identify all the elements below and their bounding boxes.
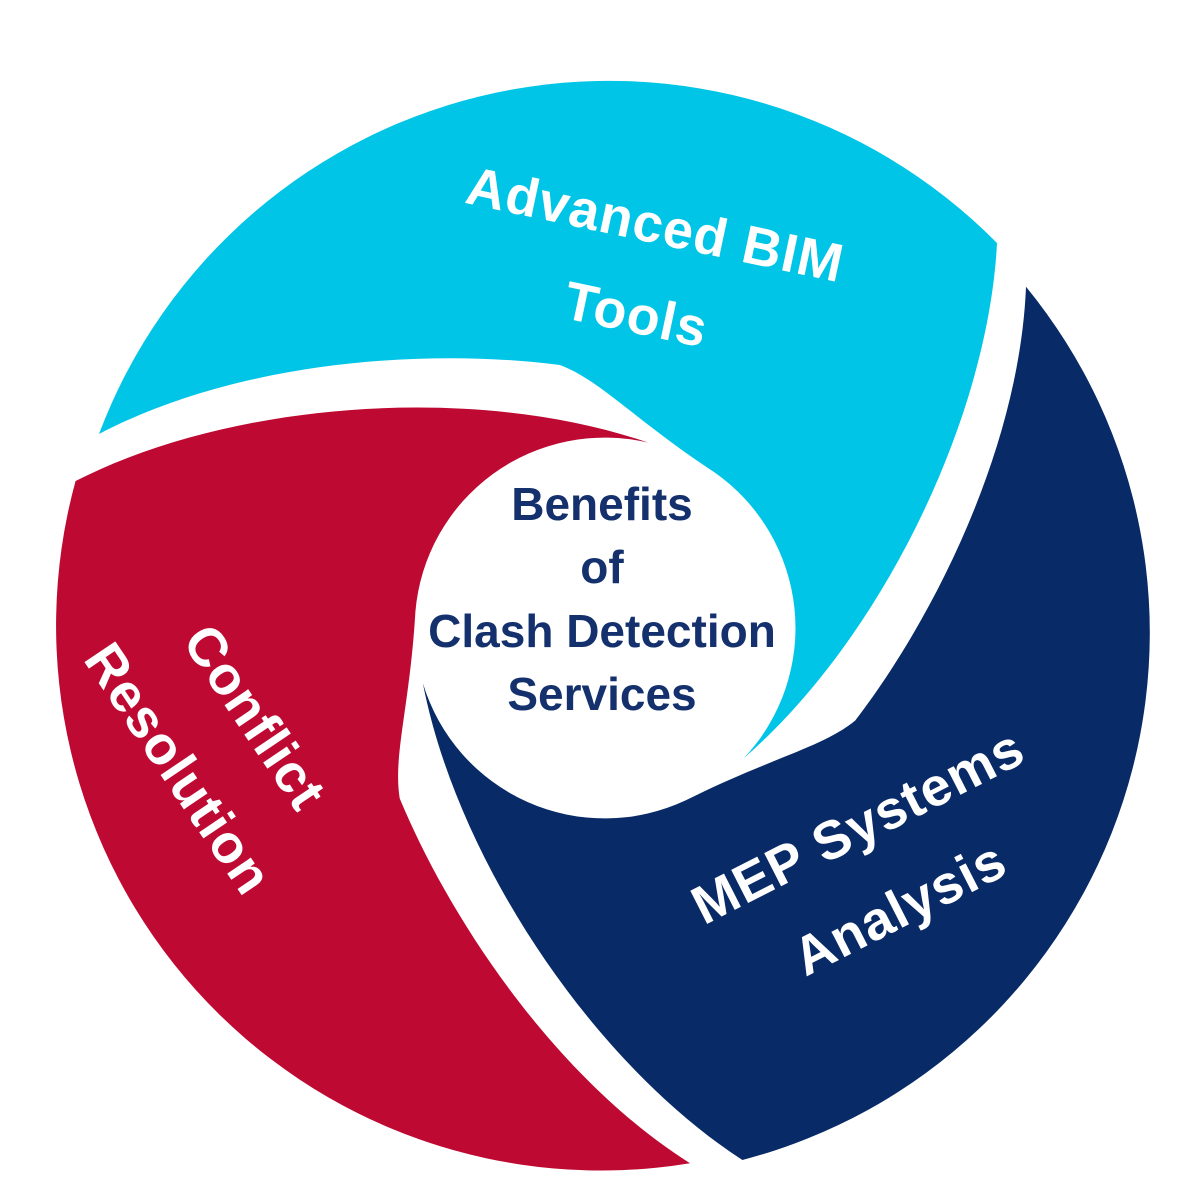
center-title-line-2: of [580,541,624,593]
center-title-line-4: Services [507,668,696,720]
center-title-line-3: Clash Detection [428,605,776,657]
center-title-line-1: Benefits [511,478,692,530]
center-circle [425,448,785,808]
center-title: Benefits of Clash Detection Services [428,478,776,720]
